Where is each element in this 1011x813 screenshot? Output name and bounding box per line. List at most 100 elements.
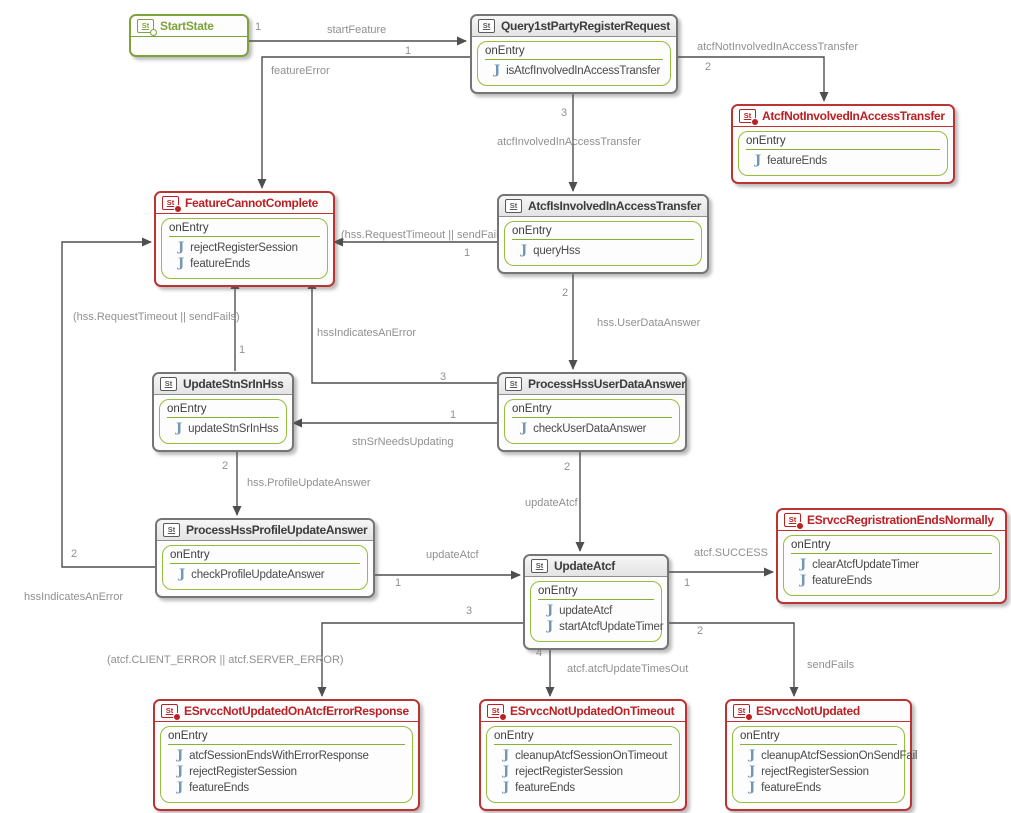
- action-icon: J: [177, 780, 184, 796]
- state-atcf-is-involved-in-access-transfer[interactable]: St AtcfIsInvolvedInAccessTransfer onEntr…: [497, 194, 709, 274]
- state-header: St UpdateStnSrInHss: [154, 374, 292, 395]
- action-icon: J: [749, 780, 756, 796]
- state-process-hss-profile-update-answer[interactable]: St ProcessHssProfileUpdateAnswer onEntry…: [155, 518, 375, 598]
- state-title: FeatureCannotComplete: [185, 196, 319, 210]
- transition-number: 2: [71, 548, 78, 560]
- action-icon: J: [177, 764, 184, 780]
- action-icon: J: [749, 764, 756, 780]
- on-entry-label: onEntry: [746, 135, 940, 150]
- state-icon: St: [739, 109, 759, 126]
- on-entry-label: onEntry: [512, 403, 672, 418]
- action-icon: J: [503, 748, 510, 764]
- transition-number: 3: [440, 371, 447, 383]
- state-body: [131, 37, 247, 55]
- transition-number: 1: [239, 344, 246, 356]
- transition-label: featureError: [271, 65, 330, 77]
- state-title: ESrvccNotUpdatedOnAtcfErrorResponse: [184, 704, 409, 718]
- transition-number: 4: [536, 647, 543, 659]
- transition-label: hss.UserDataAnswer: [597, 317, 701, 329]
- state-title: ProcessHssUserDataAnswer: [528, 377, 686, 391]
- state-icon: St: [531, 559, 548, 573]
- state-header: St StartState: [131, 16, 247, 37]
- state-atcf-not-involved-in-access-transfer[interactable]: St AtcfNotInvolvedInAccessTransfer onEnt…: [731, 104, 955, 184]
- action-icon: J: [749, 748, 756, 764]
- state-title: UpdateAtcf: [554, 559, 616, 573]
- state-header: St ESrvccRegristrationEndsNormally: [778, 510, 1005, 531]
- state-icon: St: [784, 513, 804, 530]
- action-icon: J: [521, 421, 528, 437]
- on-entry-label: onEntry: [168, 730, 405, 745]
- state-header: St UpdateAtcf: [525, 556, 667, 577]
- state-title: StartState: [160, 19, 214, 33]
- transition-label: updateAtcf: [525, 497, 578, 509]
- state-query-1st-party-register-request[interactable]: St Query1stPartyRegisterRequest onEntry …: [470, 14, 678, 94]
- state-start-state[interactable]: St StartState: [129, 14, 249, 57]
- transition-number: 1: [405, 45, 412, 57]
- transition-label: hssIndicatesAnError: [317, 327, 417, 339]
- transition-line: [307, 279, 497, 384]
- state-icon: St: [162, 196, 182, 213]
- state-esrvcc-regristration-ends-normally[interactable]: St ESrvccRegristrationEndsNormally onEnt…: [776, 508, 1007, 604]
- transition-number: 1: [464, 247, 471, 259]
- on-entry-label: onEntry: [791, 539, 992, 554]
- transition-label: (hss.RequestTimeout || sendFails): [73, 311, 240, 323]
- state-title: UpdateStnSrInHss: [183, 377, 284, 391]
- transition-line: [61, 237, 155, 568]
- transition-label: (atcf.CLIENT_ERROR || atcf.SERVER_ERROR): [107, 654, 344, 666]
- state-header: St ProcessHssUserDataAnswer: [499, 374, 686, 395]
- on-entry-label: onEntry: [538, 585, 654, 600]
- transition-line: [674, 56, 829, 102]
- state-header: St ESrvccNotUpdatedOnAtcfErrorResponse: [155, 701, 418, 722]
- transition-label: hss.ProfileUpdateAnswer: [247, 477, 371, 489]
- state-esrvcc-not-updated-on-atcf-error-response[interactable]: St ESrvccNotUpdatedOnAtcfErrorResponse o…: [153, 699, 420, 811]
- transition-number: 2: [705, 61, 712, 73]
- state-header: St AtcfIsInvolvedInAccessTransfer: [499, 196, 707, 217]
- state-title: Query1stPartyRegisterRequest: [501, 19, 671, 33]
- transition-number: 3: [561, 107, 568, 119]
- transition-line: [317, 622, 523, 697]
- transition-label: atcf.SUCCESS: [694, 547, 768, 559]
- state-icon: St: [733, 704, 753, 721]
- state-title: ProcessHssProfileUpdateAnswer: [186, 523, 368, 537]
- transition-number: 2: [564, 461, 571, 473]
- on-entry-label: onEntry: [512, 225, 694, 240]
- state-title: ESrvccRegristrationEndsNormally: [807, 513, 994, 527]
- state-title: ESrvccNotUpdated: [756, 704, 860, 718]
- transition-label: sendFails: [807, 659, 855, 671]
- state-icon: St: [160, 377, 177, 391]
- transition-label: atcf.atcfUpdateTimesOut: [567, 663, 689, 675]
- transition-number: 2: [562, 287, 569, 299]
- transition-number: 2: [222, 460, 229, 472]
- state-icon: St: [137, 19, 157, 36]
- on-entry-label: onEntry: [169, 222, 320, 237]
